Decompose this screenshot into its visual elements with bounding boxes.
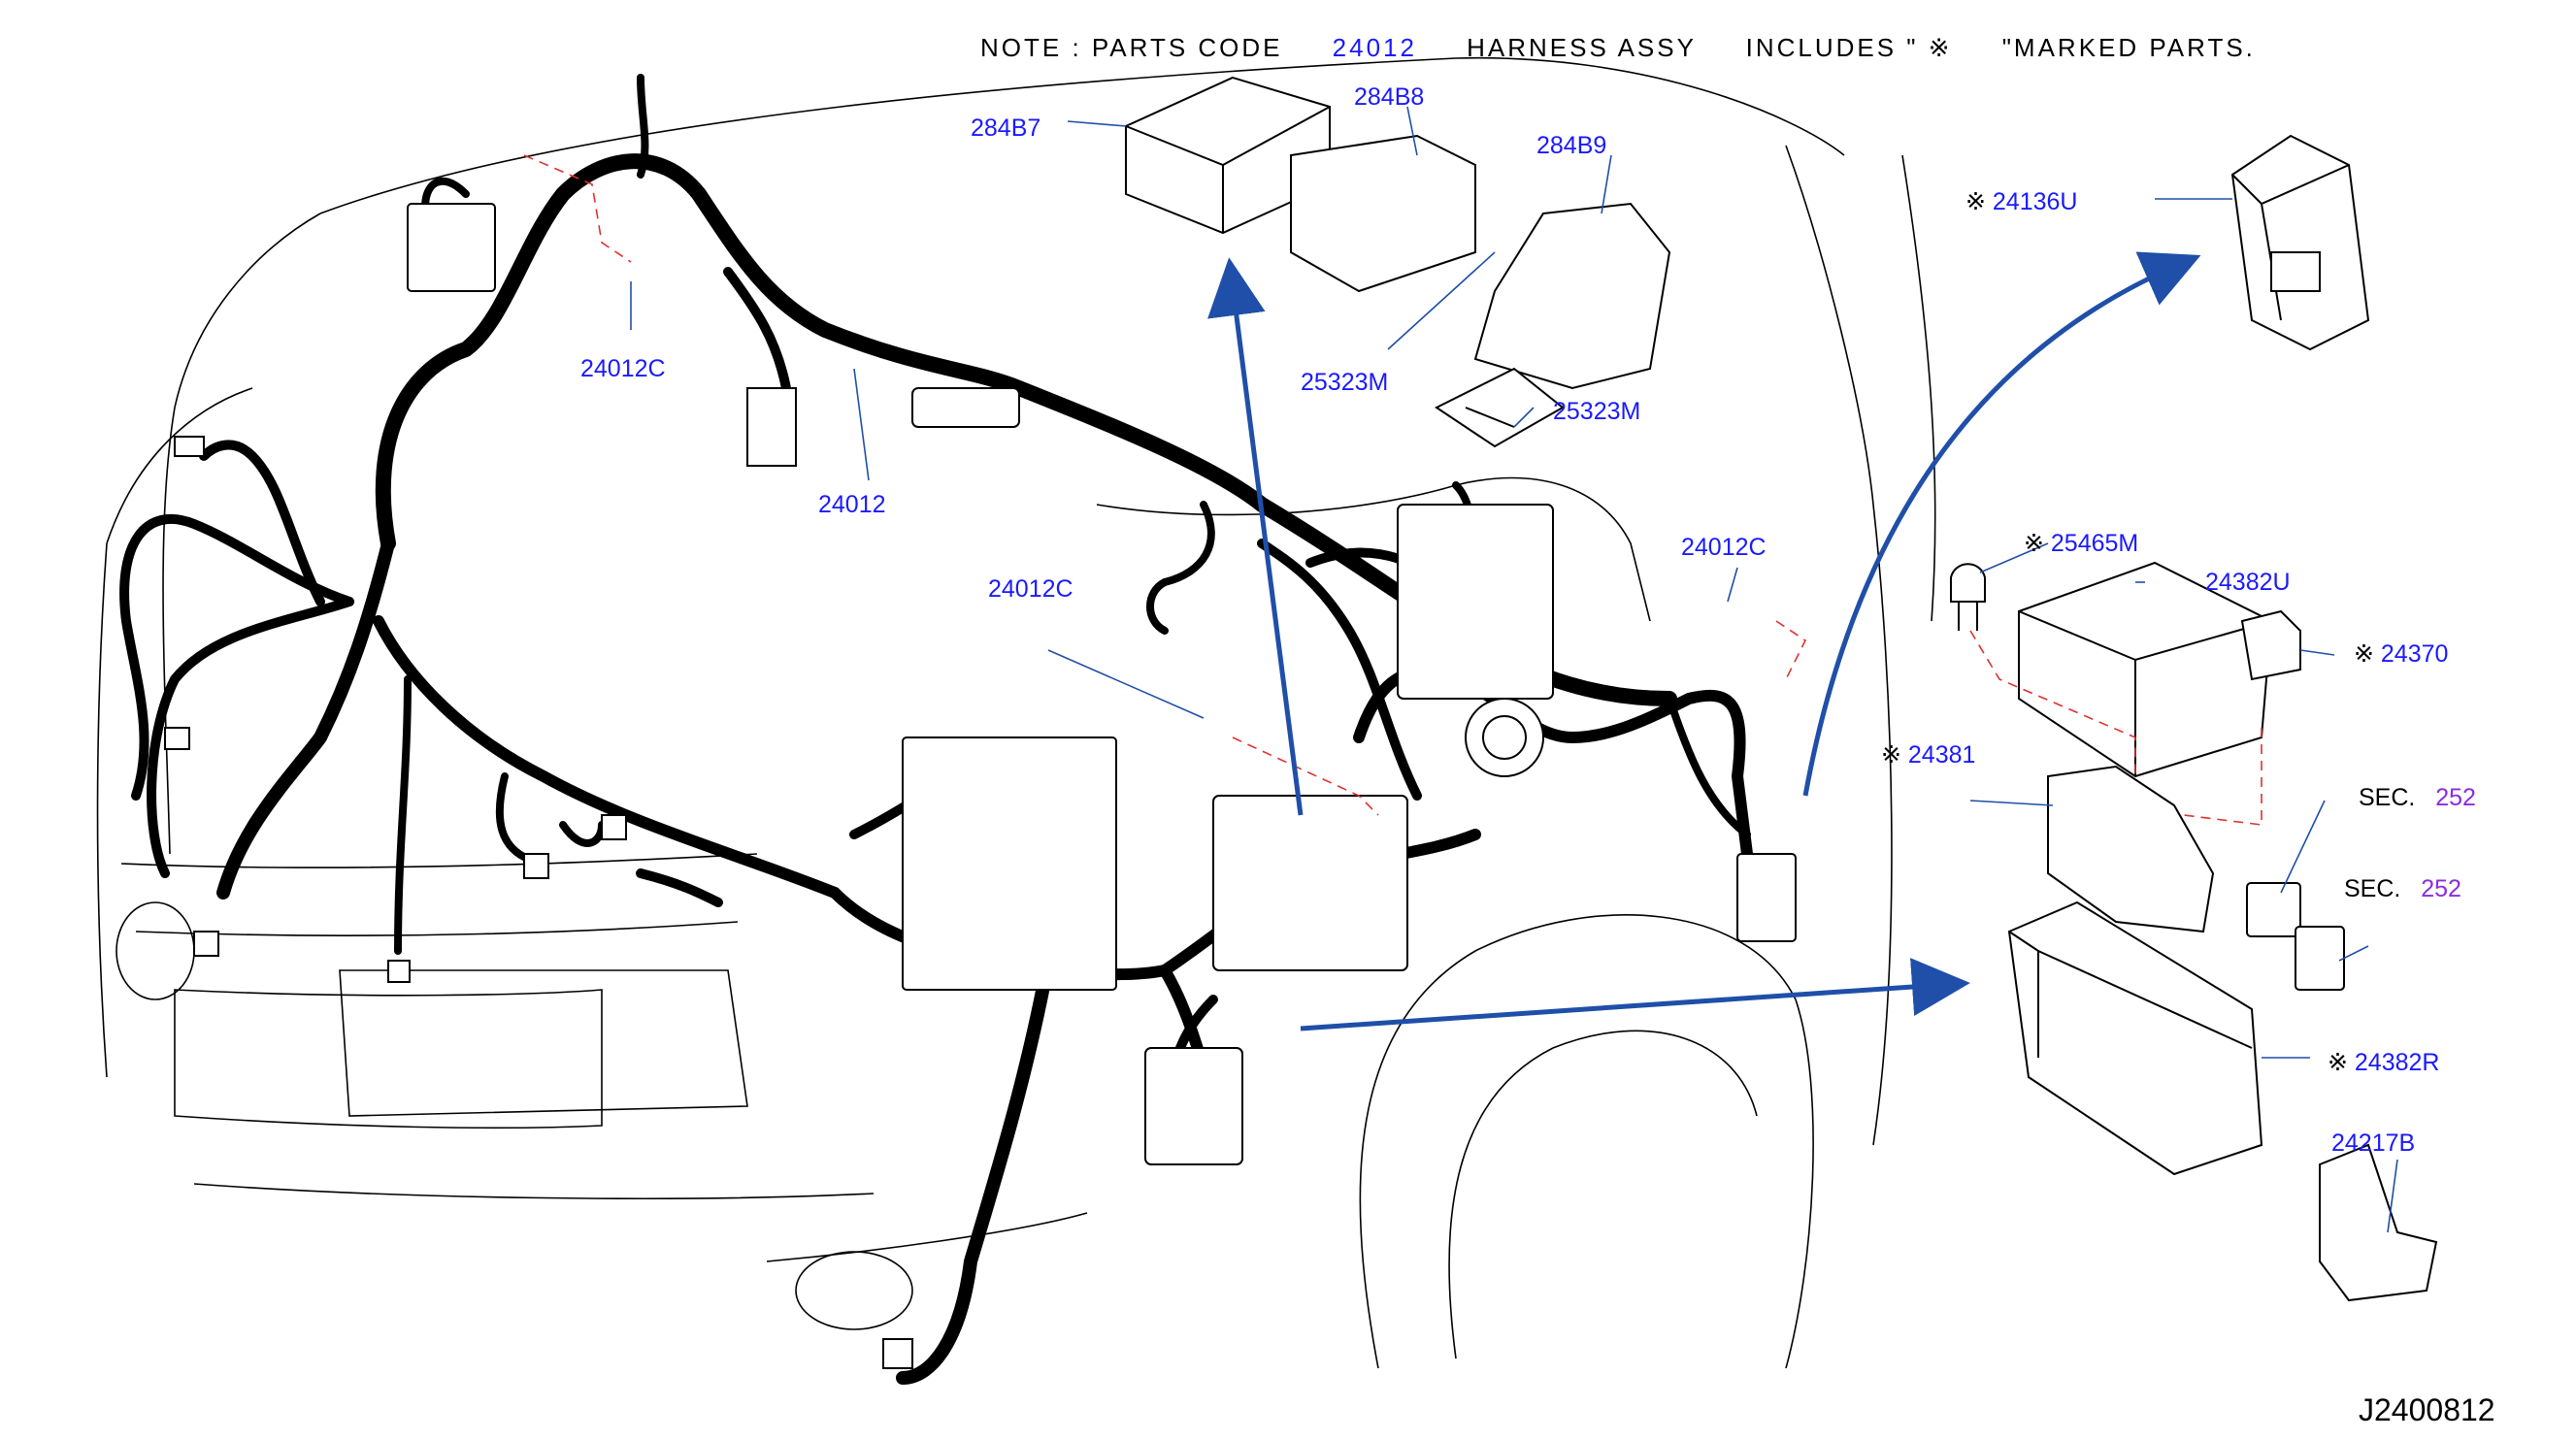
label-24012C-top: 24012C (580, 355, 666, 382)
harness-connectors (164, 203, 1797, 1369)
parts-note: NOTE : PARTS CODE 24012 HARNESS ASSY INC… (980, 33, 2256, 63)
note-mark: ※ (1928, 33, 1953, 62)
relay-box-parts (1125, 76, 1671, 448)
section-ref-b-number: 252 (2421, 875, 2461, 902)
fuse-box-parts (1950, 561, 2438, 1302)
label-24217B: 24217B (2331, 1129, 2416, 1157)
label-24136U: ※ 24136U (1965, 190, 2077, 214)
diagram-code: J2400812 (2359, 1392, 2495, 1427)
car-body-outline (96, 56, 1936, 1369)
note-prefix: NOTE : PARTS CODE (980, 33, 1283, 62)
section-ref-a-number: 252 (2435, 784, 2476, 811)
mark-symbol: ※ (2024, 530, 2044, 557)
label-25465M: ※ 25465M (2024, 532, 2138, 556)
label-24382R: ※ 24382R (2328, 1051, 2439, 1075)
section-ref-b-label: SEC. (2344, 875, 2401, 902)
label-24012: 24012 (818, 491, 886, 518)
label-24382U: 24382U (2205, 569, 2291, 596)
label-24012C-right: 24012C (1681, 534, 1767, 561)
section-ref-a[interactable]: SEC. 252 (2359, 786, 2476, 810)
label-24370: ※ 24370 (2354, 642, 2448, 667)
mark-symbol: ※ (1965, 188, 1986, 215)
label-24136U-code: 24136U (1992, 188, 2078, 215)
mark-symbol: ※ (2328, 1049, 2348, 1076)
mark-symbol: ※ (2354, 640, 2374, 668)
reference-dashes (523, 154, 2262, 826)
leader-lines (630, 106, 2398, 1233)
label-24012C-mid: 24012C (988, 575, 1073, 603)
label-284B9: 284B9 (1536, 132, 1607, 159)
note-mid: HARNESS ASSY (1467, 33, 1697, 62)
label-25323M-b: 25323M (1553, 398, 1641, 425)
label-284B7: 284B7 (971, 115, 1041, 142)
note-includes: INCLUDES " (1745, 33, 1919, 62)
label-24381: ※ 24381 (1881, 743, 1975, 768)
label-24370-code: 24370 (2380, 640, 2449, 668)
section-ref-a-label: SEC. (2359, 784, 2416, 811)
note-suffix: "MARKED PARTS. (2001, 33, 2256, 62)
part-24136U (2230, 134, 2370, 351)
label-24381-code: 24381 (1907, 741, 1976, 769)
label-24382R-code: 24382R (2354, 1049, 2440, 1076)
mark-symbol: ※ (1881, 741, 1901, 769)
label-25323M-a: 25323M (1301, 369, 1389, 396)
label-25465M-code: 25465M (2050, 530, 2139, 557)
note-code: 24012 (1332, 33, 1417, 62)
label-284B8: 284B8 (1354, 83, 1425, 111)
direction-arrows (1207, 251, 2201, 1031)
section-ref-b[interactable]: SEC. 252 (2344, 877, 2461, 901)
